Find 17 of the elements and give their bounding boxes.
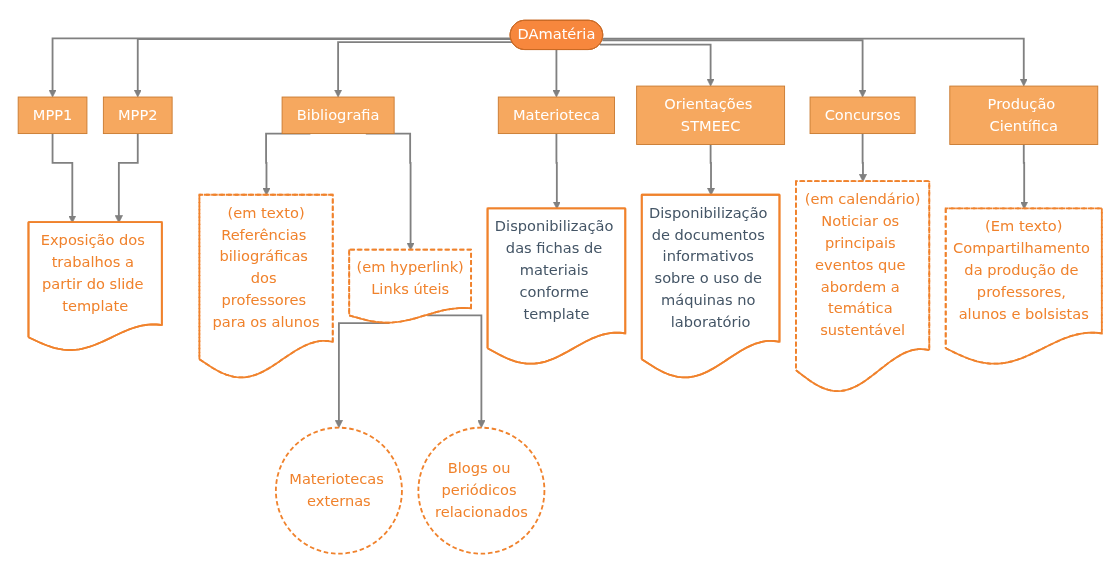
node-box: Orientações STMEEC bbox=[635, 85, 785, 145]
arrow bbox=[133, 37, 512, 97]
arrow bbox=[425, 313, 485, 428]
node-box: Bibliografia bbox=[281, 96, 395, 134]
arrow bbox=[600, 38, 867, 97]
arrow bbox=[333, 40, 513, 97]
node-box: MPP2 bbox=[102, 96, 173, 134]
node-box: MPP1 bbox=[17, 96, 87, 134]
node-box: Produção Científica bbox=[948, 85, 1098, 145]
node-box: Concursos bbox=[809, 96, 916, 134]
node-box: Materioteca bbox=[497, 96, 615, 134]
node-circle: Materiotecas externas bbox=[274, 426, 403, 555]
arrow bbox=[551, 48, 560, 97]
arrow bbox=[601, 37, 1028, 86]
arrow bbox=[598, 43, 715, 86]
arrow bbox=[48, 36, 512, 97]
node-circle: Blogs ou periódicos relacionados bbox=[416, 426, 545, 555]
